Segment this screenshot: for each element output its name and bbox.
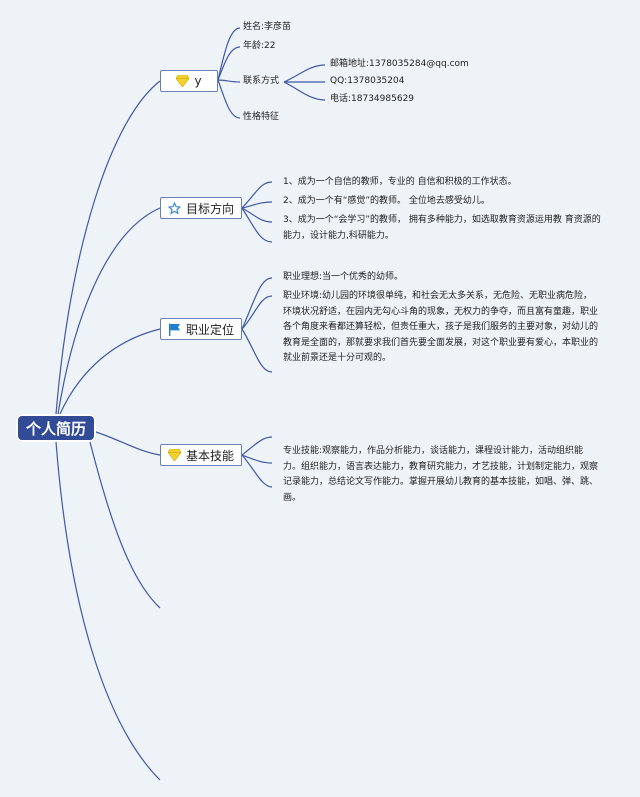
link-goals-2 (241, 201, 273, 209)
link-career-env (241, 295, 273, 330)
goal-item-3: 3、成为一个“会学习”的教师， 拥有多种能力，如选取教育资源运用教 育资源的能力… (283, 215, 601, 241)
link-root-skills (95, 431, 161, 456)
goal-item-2: 2、成为一个有“感觉”的教师。 全位地去感受幼儿。 (283, 196, 490, 206)
link-personal-contact (217, 79, 241, 83)
link-personal-traits (217, 79, 241, 119)
personal-traits-label: 性格特征 (243, 112, 280, 122)
link-career-ideal (241, 277, 273, 330)
link-personal-name (217, 27, 241, 81)
link-goals-4 (241, 207, 273, 243)
skills-text: 专业技能:观察能力，作品分析能力，谈话能力，课程设计能力，活动组织能力。组织能力… (283, 446, 599, 503)
contact-qq: QQ:1378035204 (330, 76, 405, 86)
root-label: 个人简历 (25, 419, 86, 438)
link-personal-age (217, 46, 241, 81)
link-skills-empty-1 (241, 454, 273, 464)
topic-skills-label: 基本技能 (185, 448, 234, 463)
diamond-icon (167, 449, 181, 462)
flag-icon (168, 323, 181, 336)
link-root-personal (55, 80, 161, 415)
personal-contact-label: 联系方式 (243, 76, 280, 86)
link-goals-3 (241, 207, 273, 223)
career-ideal: 职业理想:当一个优秀的幼师。 (283, 272, 404, 282)
link-root-goals (57, 207, 161, 415)
career-environment: 职业环境:幼儿园的环境很单纯，和社会无太多关系，无危险、无职业病危险，环境状况舒… (283, 291, 599, 363)
star-icon (167, 201, 181, 215)
root-topic[interactable]: 个人简历 (16, 414, 96, 442)
link-contact-phone (283, 81, 326, 101)
topic-personal-label: y (194, 74, 202, 88)
link-goals-1 (241, 181, 273, 209)
personal-name: 姓名:李彦苗 (243, 22, 292, 32)
contact-phone: 电话:18734985629 (330, 94, 415, 104)
link-contact-email (283, 64, 326, 83)
topic-career[interactable]: 职业定位 (160, 318, 242, 340)
link-skills-text (241, 436, 273, 456)
topic-goals-label: 目标方向 (185, 201, 234, 216)
link-skills-empty-2 (241, 454, 273, 488)
link-root-empty-2 (55, 441, 161, 781)
goal-item-1: 1、成为一个自信的教师，专业的 自信和积极的工作状态。 (283, 177, 517, 187)
personal-age: 年龄:22 (243, 41, 276, 51)
link-root-career (59, 328, 161, 415)
topic-career-label: 职业定位 (185, 322, 234, 337)
topic-personal[interactable]: y (160, 70, 218, 92)
contact-email: 邮箱地址:1378035284@qq.com (330, 59, 469, 69)
link-root-empty-1 (89, 441, 161, 609)
topic-goals[interactable]: 目标方向 (160, 197, 242, 219)
diamond-icon (176, 75, 190, 88)
topic-skills[interactable]: 基本技能 (160, 444, 242, 466)
link-career-empty (241, 328, 273, 373)
